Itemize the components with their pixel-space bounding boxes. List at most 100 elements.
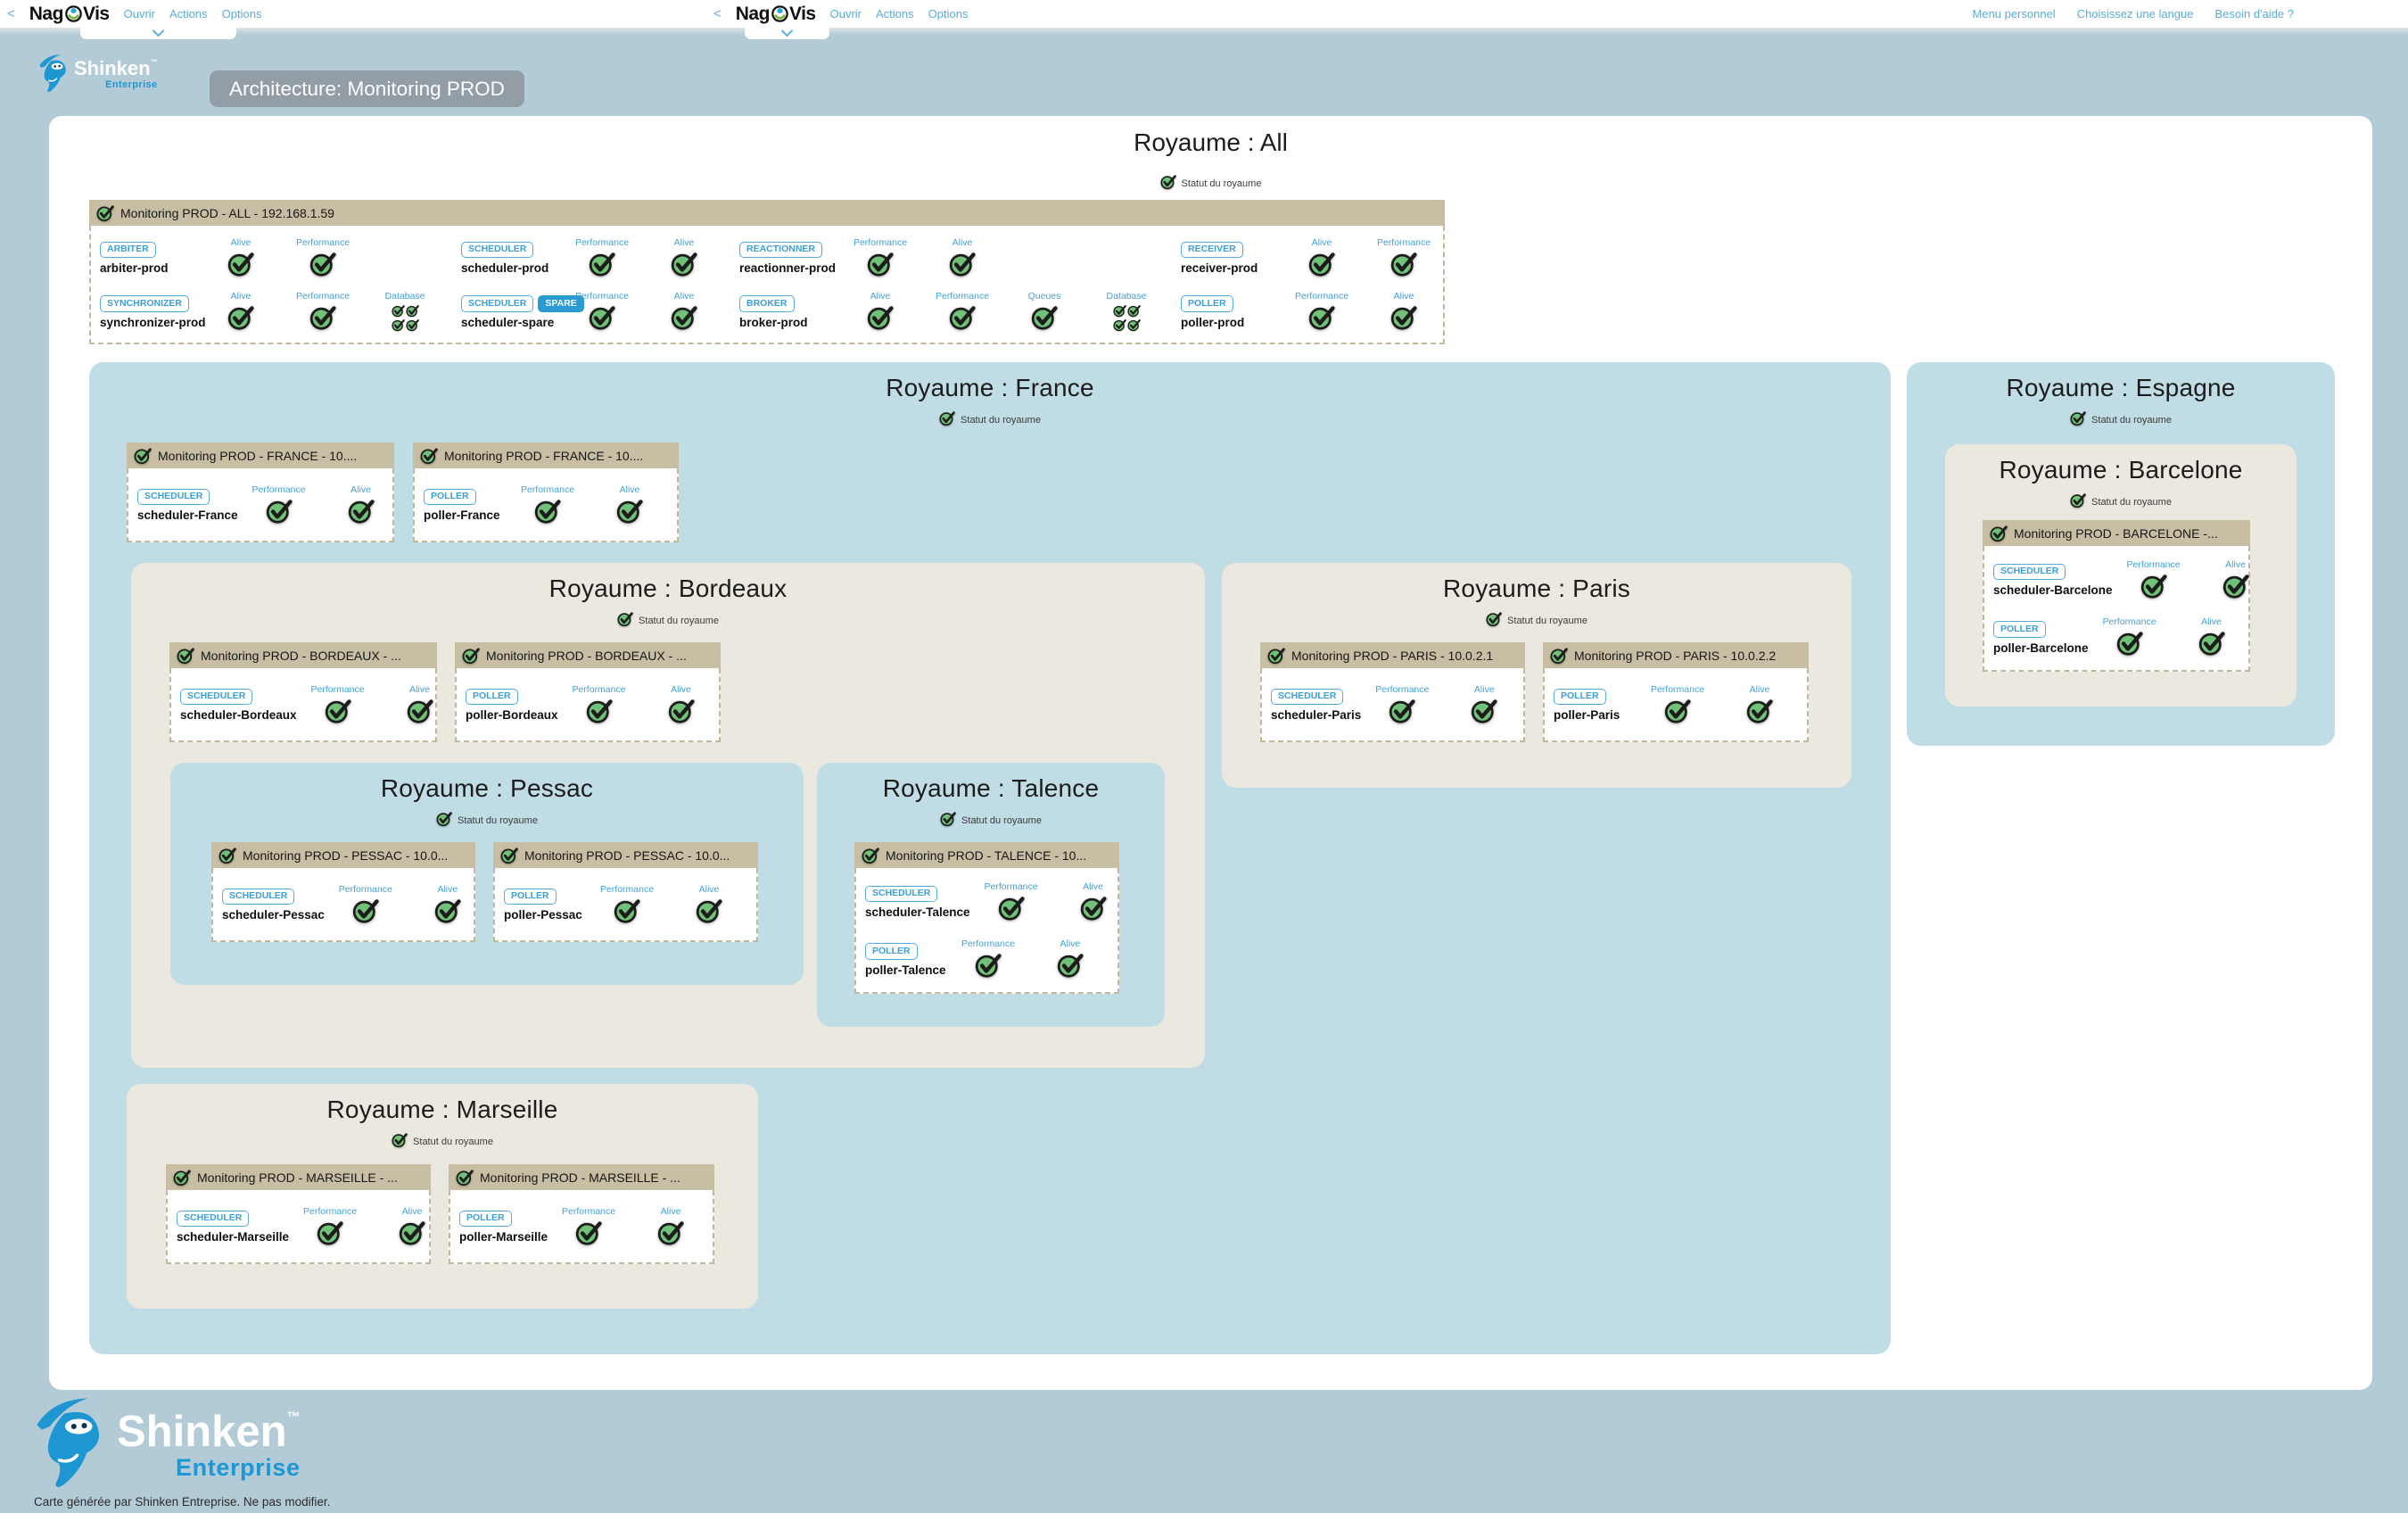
menu-ouvrir-mid[interactable]: Ouvrir (829, 7, 862, 21)
status-ok-icon[interactable] (1486, 611, 1502, 630)
monitoring-box-header[interactable]: Monitoring PROD - FRANCE - 10.... (127, 442, 394, 468)
indicator-icon[interactable] (1281, 302, 1363, 333)
monitoring-box-header[interactable]: Monitoring PROD - PESSAC - 10.0... (211, 842, 475, 868)
indicator-icon[interactable] (558, 696, 640, 726)
status-ok-icon[interactable] (940, 811, 956, 830)
monitoring-box-header[interactable]: Monitoring PROD - PARIS - 10.0.2.1 (1260, 642, 1525, 668)
indicator-icon[interactable] (320, 496, 402, 526)
indicator-icon[interactable] (947, 950, 1029, 980)
menu-ouvrir-left[interactable]: Ouvrir (123, 7, 155, 21)
menu-aide[interactable]: Besoin d'aide ? (2214, 7, 2295, 21)
indicator-icon[interactable] (282, 249, 364, 279)
monitoring-box-header[interactable]: Monitoring PROD - ALL - 192.168.1.59 (89, 200, 1445, 226)
indicator-icon[interactable] (1363, 249, 1445, 279)
back-arrow[interactable]: < (7, 6, 15, 21)
status-ok-icon[interactable] (436, 811, 452, 830)
indicator-icon[interactable] (507, 496, 589, 526)
status-ok-icon[interactable] (1160, 174, 1176, 193)
header-tab-mid[interactable] (745, 28, 829, 39)
indicator-icon[interactable] (1637, 696, 1719, 726)
menu-personnel[interactable]: Menu personnel (1972, 7, 2056, 21)
indicator-icon[interactable] (200, 302, 282, 333)
monitoring-box-header[interactable]: Monitoring PROD - TALENCE - 10... (854, 842, 1119, 868)
indicator-icon[interactable] (640, 696, 722, 726)
indicator-icon[interactable] (643, 302, 725, 333)
back-arrow[interactable]: < (713, 6, 722, 21)
indicator-icon[interactable] (921, 249, 1003, 279)
status-ok-icon[interactable] (2070, 492, 2086, 511)
indicator-icon[interactable] (970, 893, 1052, 923)
indicator-icon[interactable] (1363, 302, 1445, 333)
indicator-icon[interactable] (1003, 302, 1085, 333)
indicator-icon[interactable] (2113, 571, 2195, 601)
indicator-icon[interactable] (2195, 571, 2277, 601)
indicator-icon[interactable] (238, 496, 320, 526)
indicator-icon[interactable] (921, 302, 1003, 333)
indicator-icon[interactable] (586, 896, 668, 926)
status-ok-icon[interactable] (939, 410, 955, 429)
monitoring-box-header[interactable]: Monitoring PROD - FRANCE - 10.... (413, 442, 679, 468)
indicator-icon[interactable] (297, 696, 379, 726)
monitoring-box-header[interactable]: Monitoring PROD - PESSAC - 10.0... (493, 842, 758, 868)
menu-actions-left[interactable]: Actions (169, 7, 208, 21)
indicator-icon[interactable] (282, 302, 364, 333)
indicator-icon[interactable] (2089, 628, 2171, 658)
status-ok-icon[interactable] (2070, 410, 2086, 429)
indicator-icon[interactable] (1361, 696, 1443, 726)
indicator-icon[interactable] (668, 896, 750, 926)
indicator-icon[interactable] (325, 896, 407, 926)
indicator-icon[interactable] (561, 302, 643, 333)
indicator-icon[interactable] (200, 249, 282, 279)
menu-options-left[interactable]: Options (221, 7, 262, 21)
monitoring-box-header[interactable]: Monitoring PROD - BORDEAUX - ... (169, 642, 437, 668)
header-tab-left[interactable] (80, 28, 236, 39)
indicator-icon[interactable] (643, 249, 725, 279)
indicator-icon[interactable] (1052, 893, 1134, 923)
indicator-icon[interactable] (630, 1218, 712, 1248)
indicator-icon[interactable] (2171, 628, 2253, 658)
indicator-icon[interactable] (364, 302, 446, 333)
indicator-icon[interactable] (1281, 249, 1363, 279)
indicator-icon[interactable] (1085, 302, 1167, 333)
indicator-icon[interactable] (407, 896, 489, 926)
indicator-icon[interactable] (589, 496, 671, 526)
indicator-icon[interactable] (1443, 696, 1525, 726)
status-ok-icon[interactable] (392, 1132, 408, 1151)
indicator-icon[interactable] (1029, 950, 1111, 980)
indicator-icon[interactable] (371, 1218, 453, 1248)
indicator-icon[interactable] (289, 1218, 371, 1248)
monitoring-box-header[interactable]: Monitoring PROD - PARIS - 10.0.2.2 (1543, 642, 1809, 668)
indicator-icon[interactable] (561, 249, 643, 279)
indicator-icon[interactable] (839, 302, 921, 333)
indicator-icon[interactable] (548, 1218, 630, 1248)
menu-langue[interactable]: Choisissez une langue (2076, 7, 2194, 21)
monitoring-box-header[interactable]: Monitoring PROD - MARSEILLE - ... (166, 1164, 431, 1190)
indicator-icon[interactable] (839, 249, 921, 279)
status-ok-icon[interactable] (617, 611, 633, 630)
monitoring-box-header[interactable]: Monitoring PROD - MARSEILLE - ... (449, 1164, 714, 1190)
monitoring-box-header[interactable]: Monitoring PROD - BARCELONE -... (1983, 520, 2250, 546)
indicator-icon[interactable] (379, 696, 461, 726)
